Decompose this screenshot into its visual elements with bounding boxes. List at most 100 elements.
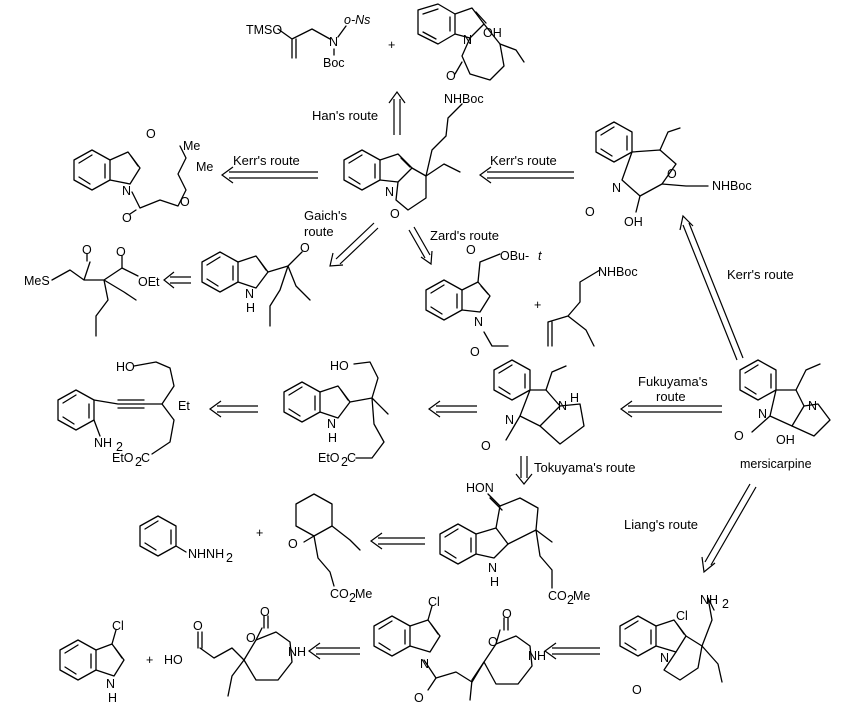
arrow-left-left [208, 400, 258, 418]
route-label-liang: Liang's route [624, 517, 698, 532]
svg-text:CO: CO [330, 587, 349, 601]
svg-text:OH: OH [776, 433, 795, 447]
svg-text:N: N [488, 561, 497, 575]
svg-text:O: O [481, 439, 491, 453]
svg-text:O: O [632, 683, 642, 697]
svg-text:NH: NH [700, 593, 718, 607]
svg-text:Boc: Boc [323, 56, 345, 70]
svg-text:O: O [446, 69, 456, 83]
arrow-han [388, 90, 406, 135]
svg-text:Me: Me [355, 587, 372, 601]
svg-text:EtO: EtO [318, 451, 340, 465]
svg-text:O: O [734, 429, 744, 443]
svg-text:+: + [534, 298, 541, 312]
svg-text:O: O [667, 167, 677, 181]
svg-text:N: N [245, 287, 254, 301]
arrow-oxime-left [369, 532, 425, 550]
arrow-mid-left [427, 400, 477, 418]
svg-text:CO: CO [548, 589, 567, 603]
svg-text:O: O [146, 127, 156, 141]
svg-text:OEt: OEt [138, 275, 160, 289]
arrow-liang [701, 483, 757, 574]
svg-text:N: N [329, 35, 338, 49]
svg-text:O: O [470, 345, 480, 359]
svg-text:H: H [570, 391, 579, 405]
svg-text:O: O [246, 631, 256, 645]
structure-indolone-oh: N OH O [417, 3, 525, 83]
svg-text:Cl: Cl [428, 595, 440, 609]
svg-text:2: 2 [341, 455, 348, 469]
svg-text:NHBoc: NHBoc [598, 265, 638, 279]
route-label-kerr-left: Kerr's route [233, 153, 300, 168]
svg-text:N: N [505, 413, 514, 427]
svg-text:NH: NH [288, 645, 306, 659]
svg-text:NHNH: NHNH [188, 547, 224, 561]
arrow-zard [408, 226, 433, 266]
svg-text:N: N [758, 407, 767, 421]
svg-text:HO: HO [330, 359, 349, 373]
svg-text:N: N [474, 315, 483, 329]
svg-text:+: + [146, 653, 153, 667]
svg-text:2: 2 [226, 551, 233, 565]
svg-text:H: H [328, 431, 337, 445]
svg-text:N: N [463, 33, 472, 47]
svg-text:Cl: Cl [676, 609, 688, 623]
svg-text:N: N [420, 657, 429, 671]
route-label-tokuyama: Tokuyama's route [534, 460, 635, 475]
structure-gaich-indole: N H O [201, 241, 311, 327]
structure-fukuyama-cage: N N H O [481, 359, 585, 453]
svg-text:N: N [612, 181, 621, 195]
structure-carbamate-acid: O HO O O NH [164, 605, 306, 697]
svg-text:t: t [538, 249, 542, 263]
structure-mes-ketoester: MeS O O OEt [24, 243, 160, 337]
svg-text:N: N [660, 651, 669, 665]
svg-text:O: O [288, 537, 298, 551]
structure-center-indole: NHBoc N O [343, 92, 484, 221]
route-label-gaich-1: Gaich's [304, 208, 347, 223]
structure-alkyne-aniline: HO Et NH 2 EtO 2 C [57, 360, 190, 469]
svg-text:+: + [388, 38, 395, 52]
svg-text:NH: NH [94, 436, 112, 450]
structure-indole-carbamate: Cl N O O O NH [373, 595, 546, 705]
route-label-fukuyama-2: route [656, 389, 686, 404]
svg-text:N: N [558, 399, 567, 413]
svg-text:EtO: EtO [112, 451, 134, 465]
structure-zard-indole: O OBu- t N O + NHBoc [425, 243, 638, 359]
svg-text:C: C [141, 451, 150, 465]
svg-text:O: O [488, 635, 498, 649]
svg-text:O: O [122, 211, 132, 225]
structure-cage-ketone: N O O OH NHBoc [585, 121, 752, 229]
structure-indole-diketone: N O O Me O Me [73, 127, 213, 225]
svg-text:O: O [300, 241, 310, 255]
svg-text:O: O [82, 243, 92, 257]
route-label-han: Han's route [312, 108, 378, 123]
svg-text:O: O [390, 207, 400, 221]
arrow-gaich [329, 222, 379, 267]
svg-text:O: O [502, 607, 512, 621]
svg-text:Me: Me [196, 160, 213, 174]
svg-text:o-Ns: o-Ns [344, 13, 370, 27]
svg-text:2: 2 [116, 440, 123, 454]
structure-oxime: HON N H CO 2 Me [439, 481, 590, 607]
svg-text:N: N [327, 417, 336, 431]
svg-text:N: N [122, 184, 131, 198]
route-label-kerr-diag: Kerr's route [727, 267, 794, 282]
svg-text:TMSO: TMSO [246, 23, 282, 37]
svg-text:HON: HON [466, 481, 494, 495]
svg-text:+: + [256, 526, 263, 540]
route-label-fukuyama-1: Fukuyama's [638, 374, 708, 389]
arrow-fukuyama [619, 400, 722, 418]
structure-cyclohexanone: O CO 2 Me [288, 493, 372, 605]
svg-text:N: N [385, 185, 394, 199]
svg-text:O: O [116, 245, 126, 259]
svg-text:O: O [585, 205, 595, 219]
arrow-kerr-left [220, 166, 318, 184]
svg-text:MeS: MeS [24, 274, 50, 288]
svg-text:C: C [347, 451, 356, 465]
svg-text:OH: OH [624, 215, 643, 229]
svg-text:2: 2 [349, 591, 356, 605]
arrow-kerr-diag [679, 214, 744, 361]
svg-text:H: H [490, 575, 499, 589]
structure-phenylhydrazine: NHNH 2 + [139, 515, 263, 565]
